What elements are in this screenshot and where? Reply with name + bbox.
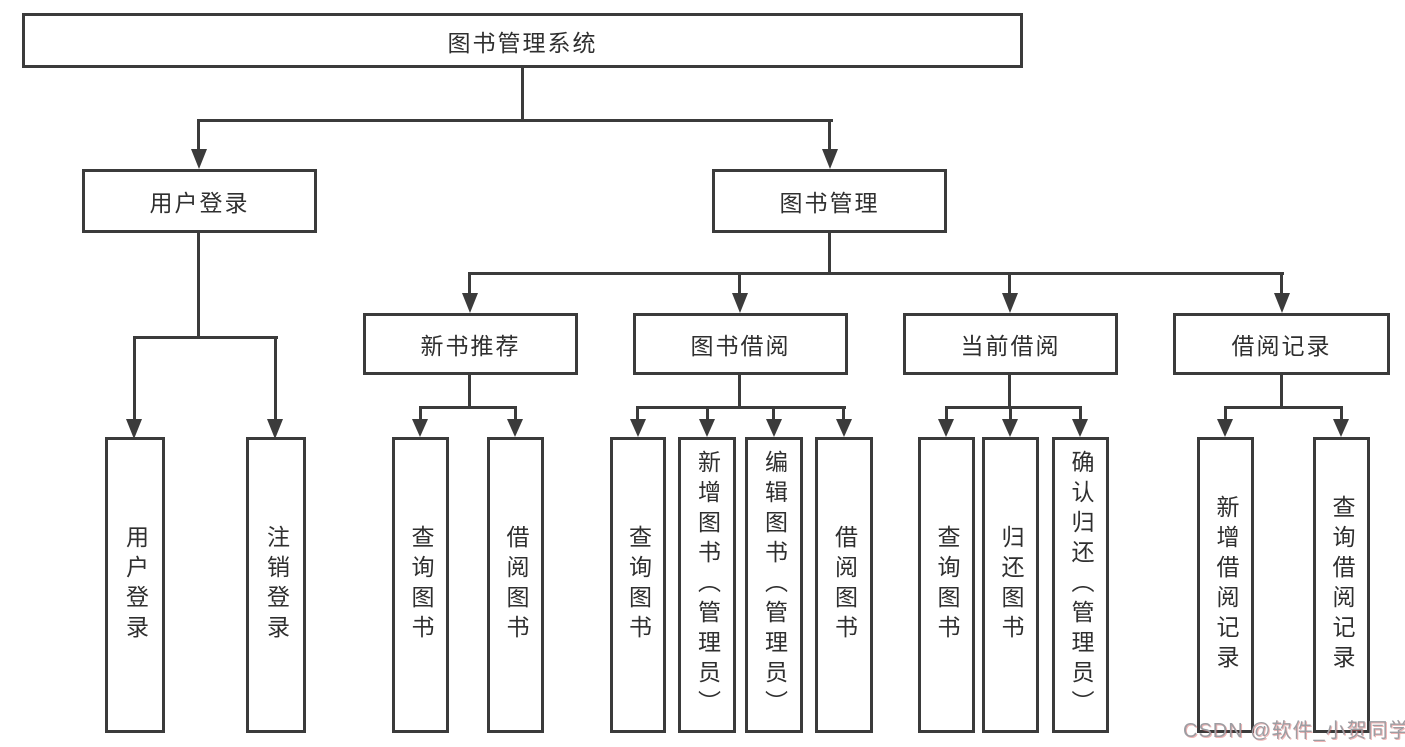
leaf-newbooks-query-books-label: 查询图书 <box>408 525 434 645</box>
connector-newbooks-stem <box>468 272 471 296</box>
arrowhead-leaf-rec-add <box>1217 419 1233 437</box>
leaf-borrow-add-books-admin: 新增图书（管理员） <box>678 437 736 733</box>
connector-leaf-cb-confirm <box>1079 406 1082 421</box>
connector-newbooks-down <box>468 375 471 409</box>
arrowhead-newbooks <box>462 293 478 313</box>
leaf-borrow-borrow-books-label: 借阅图书 <box>831 525 858 645</box>
node-borrow-records: 借阅记录 <box>1173 313 1390 375</box>
connector-leaf-rec-add <box>1224 406 1227 421</box>
node-new-book-recommend: 新书推荐 <box>363 313 578 375</box>
node-user-login: 用户登录 <box>82 169 317 233</box>
connector-leaf-cb-return <box>1009 406 1012 421</box>
leaf-records-query-record: 查询借阅记录 <box>1313 437 1370 733</box>
leaf-records-add-record-label: 新增借阅记录 <box>1213 495 1239 675</box>
connector-leaf-logout <box>274 336 277 419</box>
connector-root-stem <box>521 68 524 122</box>
leaf-current-query-books-label: 查询图书 <box>934 525 960 645</box>
connector-bookmgmt-stem <box>828 119 831 151</box>
leaf-newbooks-query-books: 查询图书 <box>392 437 449 733</box>
leaf-current-confirm-return-admin-label: 确认归还（管理员） <box>1068 450 1094 720</box>
leaf-current-query-books: 查询图书 <box>918 437 975 733</box>
arrowhead-bookborrow <box>732 293 748 313</box>
connector-leaf-userlogin <box>133 336 136 419</box>
node-current-borrow-label: 当前借阅 <box>960 333 1061 359</box>
leaf-current-return-books-label: 归还图书 <box>998 525 1024 645</box>
connector-currentborrow-stem <box>1008 272 1011 296</box>
leaf-records-add-record: 新增借阅记录 <box>1197 437 1254 733</box>
node-current-borrow: 当前借阅 <box>903 313 1118 375</box>
connector-bookborrow-down <box>738 375 741 409</box>
arrowhead-records <box>1274 293 1290 313</box>
node-book-borrow: 图书借阅 <box>633 313 848 375</box>
connector-records-stem <box>1280 272 1283 296</box>
leaf-borrow-borrow-books: 借阅图书 <box>815 437 873 733</box>
connector-bookborrow-stem <box>738 272 741 296</box>
arrowhead-leaf-cb-confirm <box>1072 419 1088 437</box>
connector-currentborrow-branch <box>945 406 1082 409</box>
csdn-watermark: CSDN @软件_小贺同学 <box>1183 720 1405 742</box>
node-book-management: 图书管理 <box>712 169 947 233</box>
arrowhead-leaf-bb-query <box>630 419 646 437</box>
connector-records-down <box>1280 375 1283 409</box>
connector-leaf-nb-query <box>419 406 422 421</box>
connector-leaf-bb-query <box>636 406 639 421</box>
arrowhead-leaf-bb-borrow <box>836 419 852 437</box>
node-user-login-label: 用户登录 <box>149 190 250 216</box>
leaf-current-return-books: 归还图书 <box>982 437 1039 733</box>
leaf-borrow-query-books-label: 查询图书 <box>625 525 652 645</box>
node-library-system-label: 图书管理系统 <box>447 29 598 56</box>
arrowhead-userlogin <box>191 149 207 169</box>
connector-userlogin-stem <box>197 119 200 151</box>
connector-level1-branch <box>197 119 833 122</box>
arrowhead-leaf-logout <box>267 419 283 439</box>
connector-currentborrow-down <box>1008 375 1011 409</box>
leaf-user-login: 用户登录 <box>105 437 165 733</box>
node-new-book-recommend-label: 新书推荐 <box>420 333 521 359</box>
node-book-borrow-label: 图书借阅 <box>690 333 791 359</box>
arrowhead-leaf-userlogin <box>126 419 142 439</box>
leaf-records-query-record-label: 查询借阅记录 <box>1329 495 1355 675</box>
leaf-newbooks-borrow-books-label: 借阅图书 <box>503 525 529 645</box>
arrowhead-currentborrow <box>1002 293 1018 313</box>
connector-leaf-bb-add <box>706 406 709 421</box>
connector-leaf-cb-query <box>945 406 948 421</box>
connector-leaf-nb-borrow <box>514 406 517 421</box>
arrowhead-leaf-rec-query <box>1333 419 1349 437</box>
leaf-borrow-edit-books-admin: 编辑图书（管理员） <box>745 437 803 733</box>
connector-leaf-bb-borrow <box>842 406 845 421</box>
leaf-logout-label: 注销登录 <box>263 525 290 645</box>
arrowhead-leaf-bb-add <box>699 419 715 437</box>
leaf-current-confirm-return-admin: 确认归还（管理员） <box>1052 437 1109 733</box>
arrowhead-leaf-nb-query <box>412 419 428 437</box>
connector-userlogin-down <box>197 233 200 339</box>
connector-leaf-bb-edit <box>772 406 775 421</box>
leaf-borrow-query-books: 查询图书 <box>610 437 666 733</box>
arrowhead-leaf-bb-edit <box>766 419 782 437</box>
connector-records-branch <box>1224 406 1343 409</box>
connector-userlogin-branch <box>133 336 278 339</box>
arrowhead-leaf-cb-query <box>938 419 954 437</box>
leaf-borrow-add-books-admin-label: 新增图书（管理员） <box>694 450 721 720</box>
arrowhead-bookmgmt <box>822 149 838 169</box>
node-library-system: 图书管理系统 <box>22 13 1023 68</box>
connector-newbooks-branch <box>419 406 517 409</box>
arrowhead-leaf-cb-return <box>1002 419 1018 437</box>
leaf-logout: 注销登录 <box>246 437 306 733</box>
node-borrow-records-label: 借阅记录 <box>1231 333 1332 359</box>
connector-leaf-rec-query <box>1340 406 1343 421</box>
arrowhead-leaf-nb-borrow <box>507 419 523 437</box>
connector-bookborrow-branch <box>636 406 846 409</box>
connector-level3-branch <box>468 272 1284 275</box>
leaf-borrow-edit-books-admin-label: 编辑图书（管理员） <box>761 450 788 720</box>
leaf-user-login-label: 用户登录 <box>122 525 149 645</box>
leaf-newbooks-borrow-books: 借阅图书 <box>487 437 544 733</box>
node-book-management-label: 图书管理 <box>779 190 880 216</box>
connector-bookmgmt-down <box>828 233 831 275</box>
